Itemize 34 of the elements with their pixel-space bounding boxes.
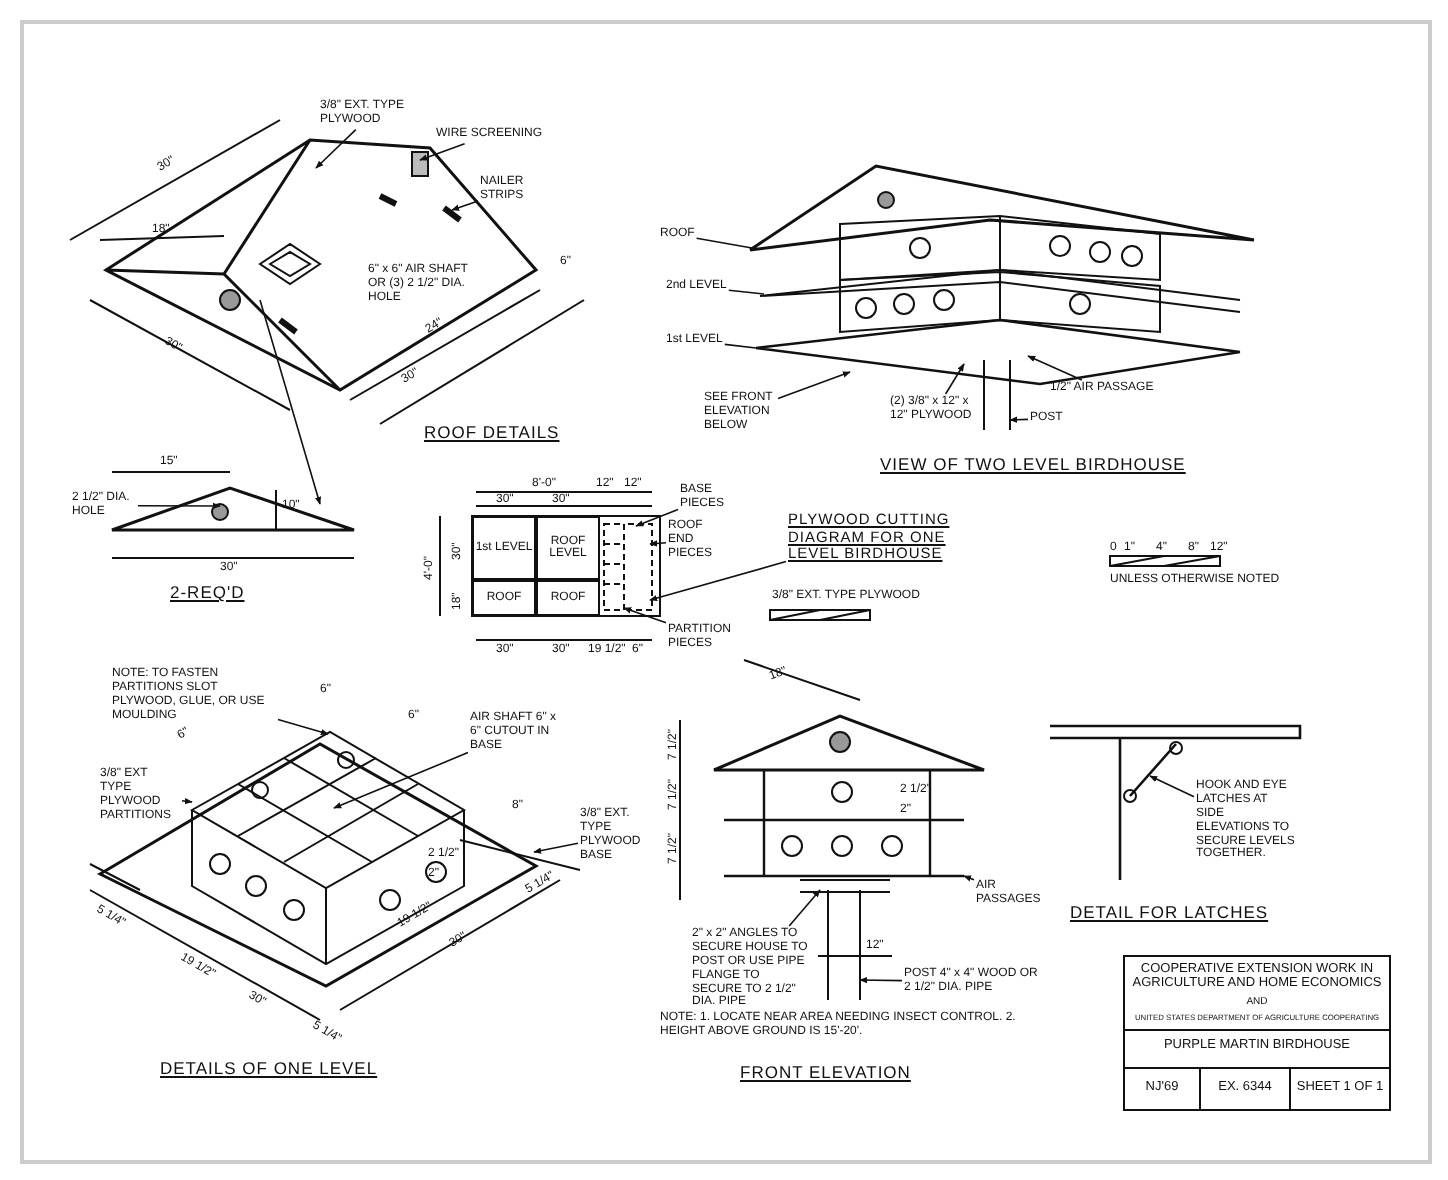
leader-line xyxy=(137,502,221,510)
leader-line xyxy=(259,299,322,505)
leader-line xyxy=(788,889,821,927)
section-title: DETAILS OF ONE LEVEL xyxy=(160,1060,378,1080)
section-title: ROOF DETAILS xyxy=(424,424,560,444)
section-title: FRONT ELEVATION xyxy=(740,1064,911,1084)
leader-line xyxy=(649,540,667,547)
leader-line xyxy=(419,143,466,161)
leader-line xyxy=(649,560,787,602)
leader-line xyxy=(963,875,975,882)
roof-drawing xyxy=(104,138,539,392)
leader-line xyxy=(777,371,851,400)
leader-line xyxy=(277,718,329,736)
section-title: DETAIL FOR LATCHES xyxy=(1070,904,1269,924)
leader-line xyxy=(181,797,193,805)
section-title: VIEW OF TWO LEVEL BIRDHOUSE xyxy=(880,456,1186,476)
leader-line xyxy=(1027,355,1083,381)
leader-line xyxy=(724,343,757,349)
leader-line xyxy=(635,508,679,527)
section-title: 2-REQ'D xyxy=(170,584,245,604)
leader-line xyxy=(451,200,479,211)
leader-line xyxy=(1149,775,1195,798)
gable-drawing xyxy=(110,486,356,532)
leader-line xyxy=(944,363,965,395)
leader-line xyxy=(315,128,357,169)
leader-line xyxy=(1009,416,1029,423)
leader-line xyxy=(333,751,469,809)
leader-line xyxy=(859,976,903,984)
leader-line xyxy=(623,607,667,624)
leader-line xyxy=(728,289,765,295)
latch-drawing xyxy=(1048,724,1302,882)
cut-pieces-drawing xyxy=(603,523,653,611)
leader-line xyxy=(533,842,579,854)
leader-line xyxy=(695,237,753,249)
